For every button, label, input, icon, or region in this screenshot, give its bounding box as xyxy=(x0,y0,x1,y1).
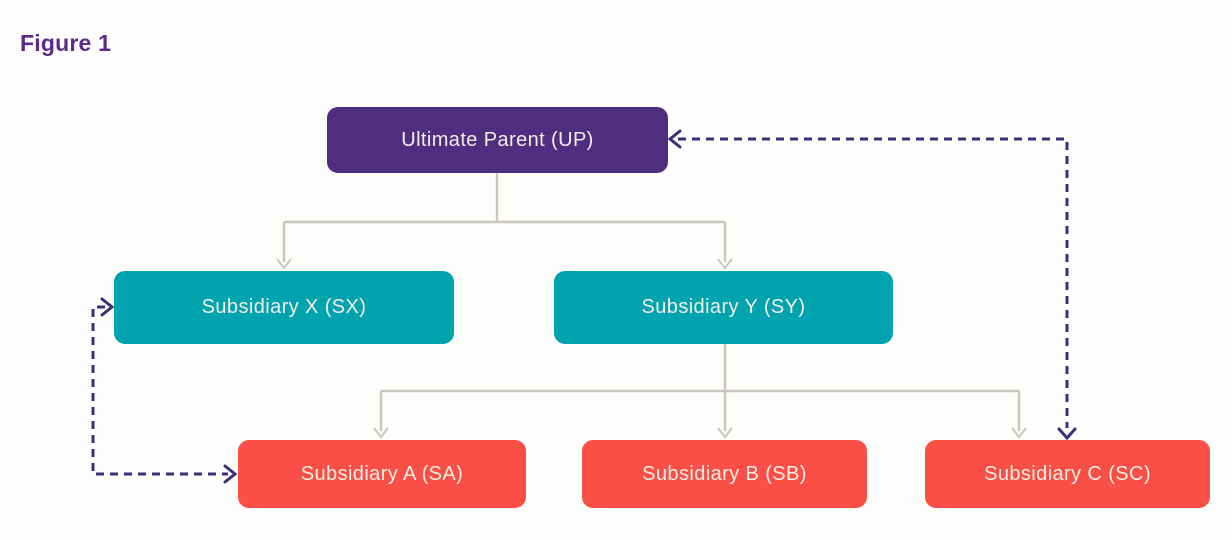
node-ultimate-parent: Ultimate Parent (UP) xyxy=(327,107,668,173)
node-subsidiary-y: Subsidiary Y (SY) xyxy=(554,271,893,344)
arrowhead-into-sx-top xyxy=(276,258,292,270)
arrowhead-into-sy-top xyxy=(717,258,733,270)
ownership-tree-up xyxy=(276,173,733,270)
arrowhead-into-sb-top xyxy=(717,427,733,439)
dashed-link-up-sc xyxy=(667,129,1077,441)
dashed-link-sx-sa xyxy=(91,297,238,484)
arrowhead-into-sx-left xyxy=(100,297,115,317)
arrowhead-into-sc-top xyxy=(1011,427,1027,439)
figure-label: Figure 1 xyxy=(20,30,112,56)
dashed-path-sx-sa xyxy=(91,305,228,476)
ownership-tree-sy xyxy=(373,344,1027,439)
arrowhead-into-sa-top xyxy=(373,427,389,439)
arrowhead-into-up-right xyxy=(667,129,682,149)
node-subsidiary-a: Subsidiary A (SA) xyxy=(238,440,526,508)
node-subsidiary-b: Subsidiary B (SB) xyxy=(582,440,867,508)
node-subsidiary-c: Subsidiary C (SC) xyxy=(925,440,1210,508)
node-subsidiary-x: Subsidiary X (SX) xyxy=(114,271,454,344)
arrowhead-into-sa-left xyxy=(223,464,238,484)
arrowhead-into-sc-top-dashed xyxy=(1057,427,1077,441)
dashed-path-up-sc xyxy=(678,137,1069,428)
